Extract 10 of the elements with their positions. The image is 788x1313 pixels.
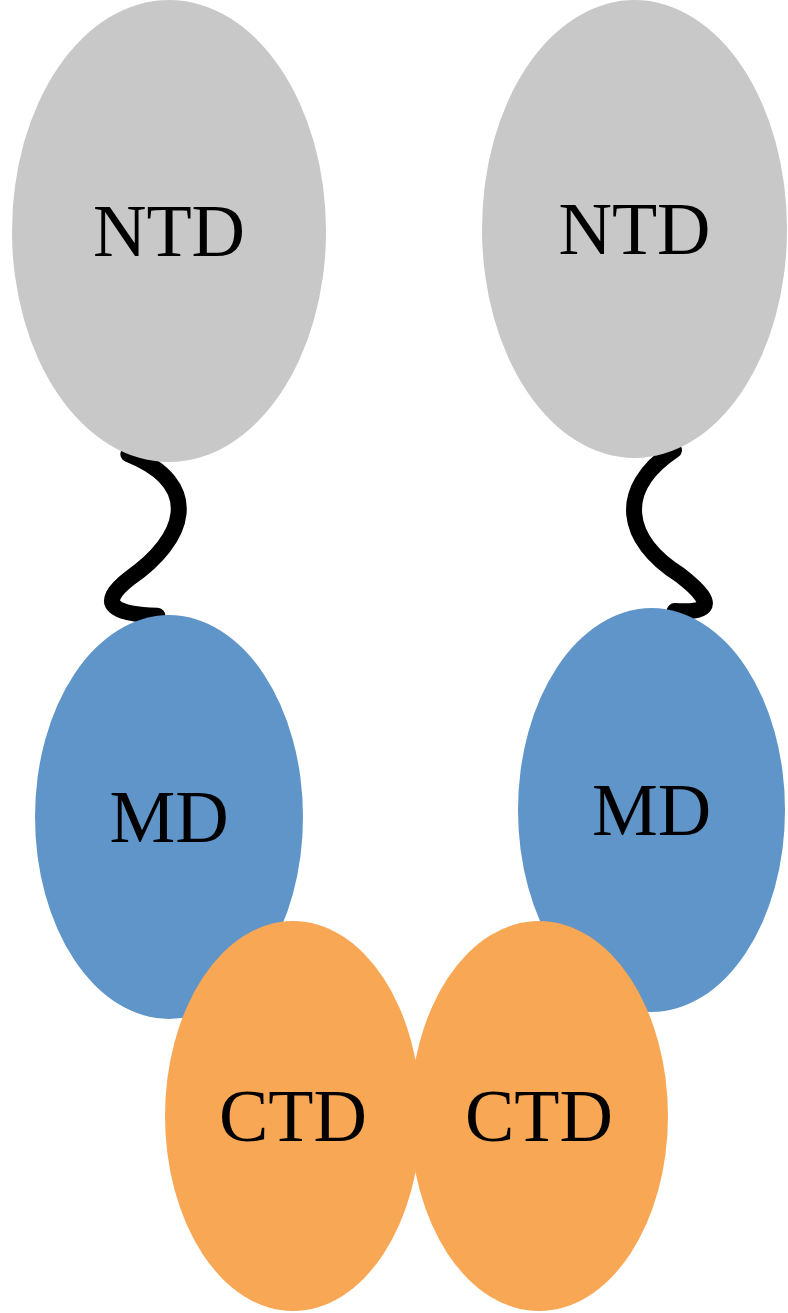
domain-ellipse: [482, 0, 787, 458]
domain-label: CTD: [465, 1079, 613, 1153]
domain-ellipse: [12, 0, 326, 462]
domain-ellipse: [518, 608, 785, 1012]
domain-label: NTD: [92, 194, 246, 268]
domain-label: MD: [591, 773, 712, 847]
domain-label: MD: [109, 780, 229, 854]
domain-ellipse: [35, 615, 303, 1019]
domain-label: CTD: [219, 1079, 367, 1153]
domain-label: NTD: [558, 192, 711, 266]
